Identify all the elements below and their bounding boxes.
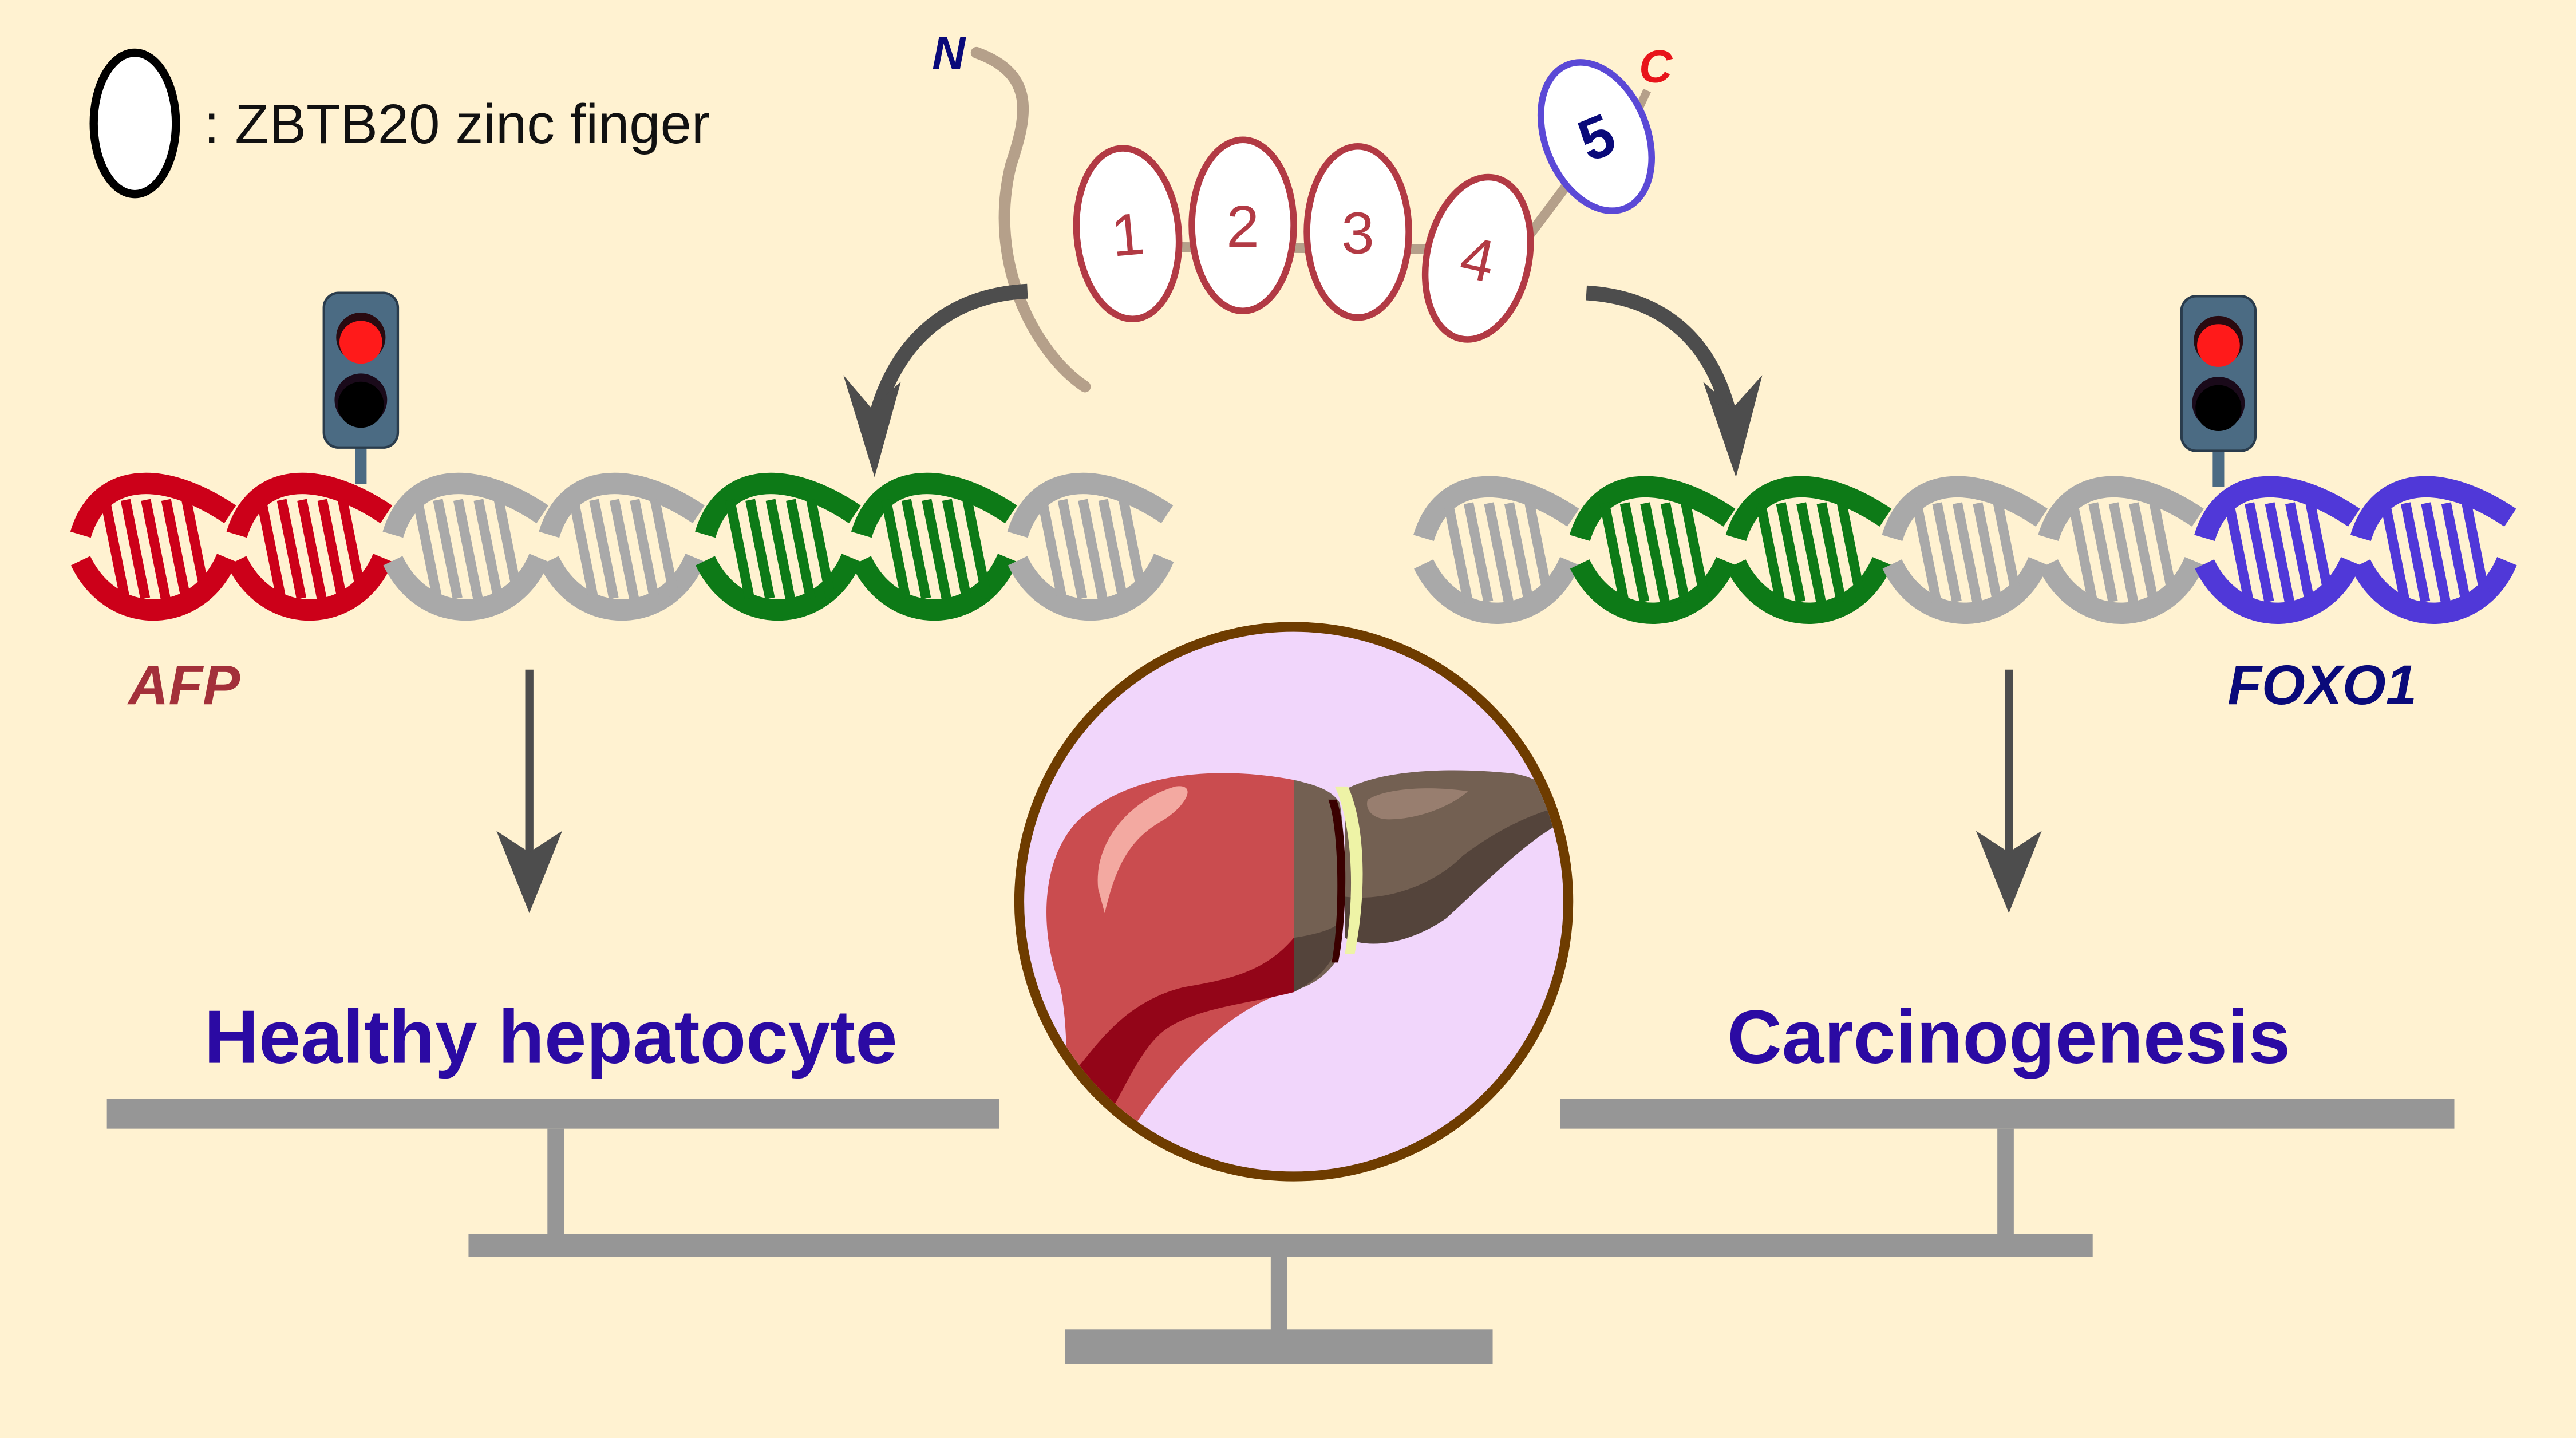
afp-gene-label: AFP <box>127 654 240 716</box>
right-dna-helix <box>1413 476 2517 624</box>
n-terminal-linker <box>970 46 1091 393</box>
zinc-finger-number: 2 <box>1226 193 1259 259</box>
liver-lobe-shadow <box>1345 806 1562 944</box>
left-pan-support <box>547 1128 564 1238</box>
left-traffic-light <box>322 291 400 484</box>
dna-segment-binding-site <box>1725 476 1893 624</box>
traffic-light-pole <box>2212 444 2225 487</box>
dna-segment-spacer <box>1413 476 1580 624</box>
zinc-finger-ellipse <box>1073 145 1183 322</box>
liver-right-lobe-shadow <box>1068 938 1294 1123</box>
liver-lobe-highlight <box>1367 788 1468 820</box>
liver-middle-shadow <box>1294 921 1340 993</box>
right-down-arrowhead-icon <box>1976 831 2042 914</box>
right-pan-support <box>1997 1128 2014 1238</box>
right-pan <box>1560 1099 2455 1129</box>
dna-segment-gene <box>70 472 237 621</box>
left-pan <box>106 1099 1000 1129</box>
healthy-hepatocyte-label: Healthy hepatocyte <box>204 995 897 1080</box>
right-arrowhead-icon <box>1703 375 1763 477</box>
gallbladder <box>1334 786 1363 955</box>
zinc-finger-1: 1 <box>1073 145 1183 322</box>
dna-segment-binding-site <box>695 472 862 621</box>
balance-beam <box>468 1234 2093 1257</box>
zinc-finger-2: 2 <box>1188 136 1297 314</box>
zinc-finger-ellipse <box>1421 173 1534 343</box>
legend: : ZBTB20 zinc finger <box>89 48 710 199</box>
balance-scale <box>106 1099 2455 1364</box>
zinc-finger-ellipse <box>1537 59 1655 214</box>
liver-icon <box>1046 770 1562 1152</box>
dna-segment-spacer <box>382 472 550 621</box>
liver-highlight <box>1097 786 1188 914</box>
dna-segment-spacer <box>1882 476 2049 624</box>
zinc-finger-legend-icon <box>89 48 180 199</box>
foxo1-gene-label: FOXO1 <box>2227 654 2417 716</box>
left-dna-helix <box>70 472 1174 621</box>
dna-segment-binding-site <box>1569 476 1736 624</box>
dna-segment-spacer <box>539 472 705 621</box>
carcinogenesis-label: Carcinogenesis <box>1727 995 2290 1080</box>
zinc-finger-3: 3 <box>1303 143 1412 321</box>
c-terminus-label: C <box>1639 41 1673 93</box>
legend-text: : ZBTB20 zinc finger <box>204 93 710 155</box>
zinc-finger-number: 3 <box>1341 200 1374 266</box>
off-light-icon <box>338 381 384 428</box>
dna-segment-gene <box>2194 476 2361 624</box>
balance-base <box>1065 1329 1493 1364</box>
off-light-icon <box>2195 385 2242 432</box>
dna-segment-spacer <box>2038 476 2204 624</box>
binding-arrows <box>843 283 1763 477</box>
zinc-finger-4: 4 <box>1421 173 1534 343</box>
outcome-arrows <box>496 669 2042 914</box>
red-light-icon <box>2197 324 2240 367</box>
dna-segment-gene <box>2350 476 2517 624</box>
dna-segment-spacer <box>1007 472 1174 621</box>
traffic-light-pole <box>355 441 367 484</box>
balance-pillar <box>1270 1257 1287 1332</box>
zinc-finger-ellipse <box>1188 136 1297 314</box>
zinc-finger-number: 1 <box>1108 200 1147 269</box>
liver-illustration <box>1014 622 1574 1182</box>
red-light-icon <box>339 321 382 364</box>
left-arrowhead-icon <box>843 375 901 477</box>
zinc-finger-ellipse <box>1303 143 1412 321</box>
right-traffic-light <box>2180 295 2257 487</box>
dna-segment-gene <box>226 472 393 621</box>
n-terminus-label: N <box>932 28 966 80</box>
zinc-finger-5: 5 <box>1537 59 1655 214</box>
dna-segment-binding-site <box>851 472 1018 621</box>
left-down-arrowhead-icon <box>496 831 563 914</box>
liver-fissure <box>1328 799 1346 963</box>
